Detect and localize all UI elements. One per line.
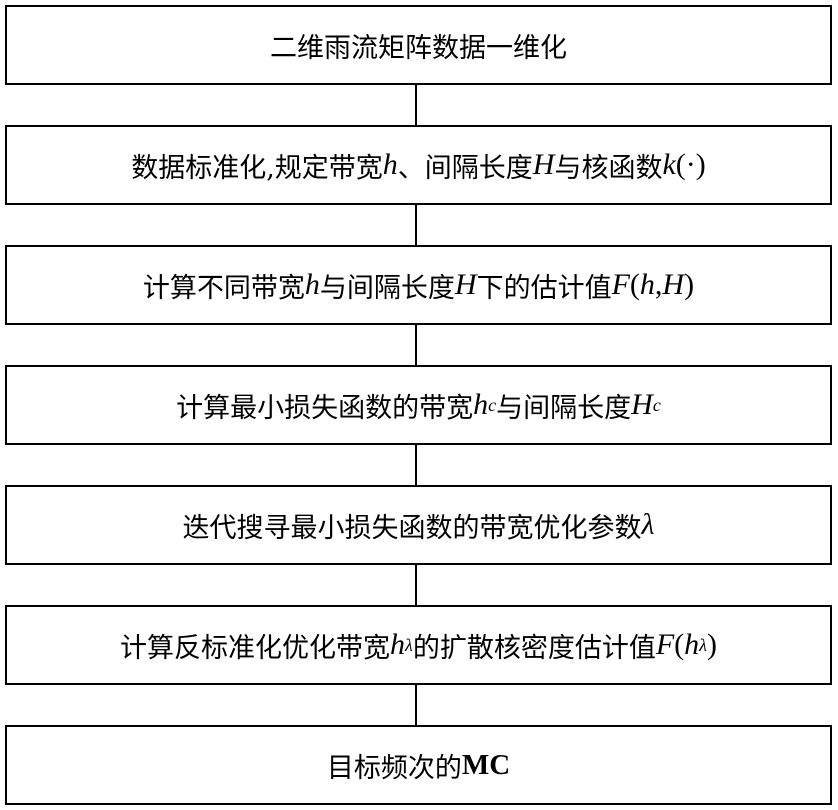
connector-line bbox=[415, 685, 417, 725]
math-symbol: h bbox=[684, 628, 700, 661]
step-text: 迭代搜寻最小损失函数的带宽优化参数 bbox=[182, 512, 642, 544]
math-symbol: H bbox=[631, 388, 653, 421]
math-symbol: λ bbox=[641, 508, 655, 541]
connector-line bbox=[415, 565, 417, 605]
math-symbol: h bbox=[390, 628, 406, 661]
connector-line bbox=[415, 85, 417, 125]
math-symbol: F bbox=[655, 628, 675, 661]
flow-step-1: 二维雨流矩阵数据一维化 bbox=[5, 5, 832, 85]
math-symbol: h bbox=[382, 148, 398, 181]
math-symbol: H bbox=[454, 268, 477, 301]
step-text: 与间隔长度 bbox=[496, 392, 632, 424]
math-symbol: c bbox=[652, 394, 661, 415]
math-symbol: (·) bbox=[675, 148, 706, 181]
step-text: 计算不同带宽 bbox=[142, 272, 305, 304]
math-symbol: H bbox=[662, 268, 685, 301]
math-symbol: H bbox=[532, 148, 555, 181]
math-symbol: MC bbox=[461, 748, 511, 781]
math-symbol: ( bbox=[629, 268, 640, 301]
math-symbol: h bbox=[304, 268, 320, 301]
connector-line bbox=[415, 445, 417, 485]
math-symbol: ( bbox=[674, 628, 685, 661]
step-text: 计算最小损失函数的带宽 bbox=[176, 392, 474, 424]
math-symbol: h bbox=[473, 388, 489, 421]
math-symbol: λ bbox=[405, 634, 413, 655]
math-symbol: h bbox=[639, 268, 655, 301]
step-text: 与核函数 bbox=[554, 152, 663, 184]
step-text: 与间隔长度 bbox=[319, 272, 455, 304]
step-text: 数据标准化,规定带宽 bbox=[131, 152, 383, 184]
math-symbol: ) bbox=[706, 628, 717, 661]
math-symbol: c bbox=[488, 394, 497, 415]
math-symbol: ) bbox=[684, 268, 695, 301]
connector-line bbox=[415, 325, 417, 365]
step-text: 计算反标准化优化带宽 bbox=[120, 632, 391, 664]
step-text: 、间隔长度 bbox=[397, 152, 533, 184]
step-text: 二维雨流矩阵数据一维化 bbox=[270, 32, 567, 64]
math-symbol: k bbox=[662, 148, 676, 181]
connector-line bbox=[415, 205, 417, 245]
math-symbol: , bbox=[654, 268, 663, 301]
math-symbol: λ bbox=[699, 634, 707, 655]
step-text: 下的估计值 bbox=[476, 272, 612, 304]
math-symbol: F bbox=[611, 268, 630, 301]
step-text: 的扩散核密度估计值 bbox=[412, 632, 656, 664]
step-text: 目标频次的 bbox=[326, 752, 462, 784]
